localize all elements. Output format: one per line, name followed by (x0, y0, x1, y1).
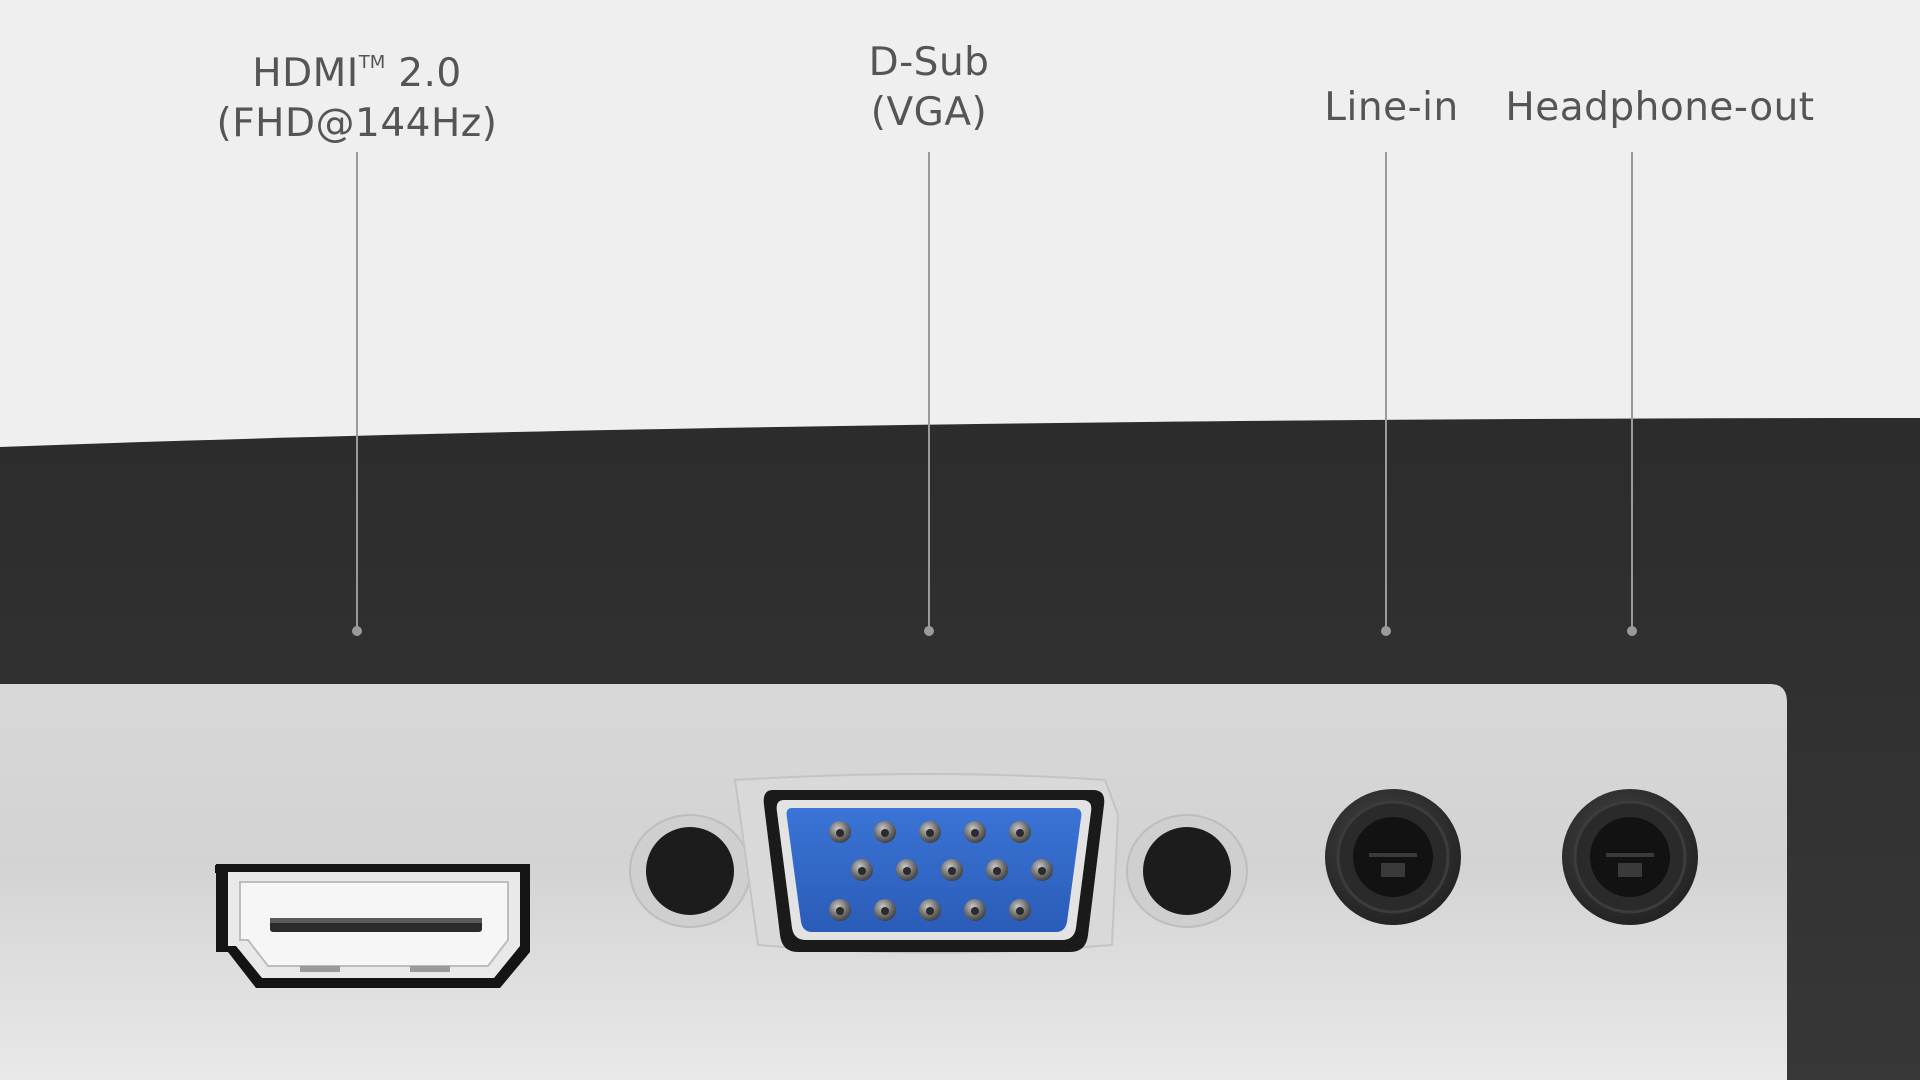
vga-pin-hole (858, 867, 866, 875)
leader-line-dsub (924, 152, 934, 636)
vga-pin-hole (971, 829, 979, 837)
leader-line-line-in (1381, 152, 1391, 636)
leader-line-hdmi (352, 152, 362, 636)
vga-pin-hole (881, 829, 889, 837)
leader-line-headphone-out (1627, 152, 1637, 636)
vga-pin-hole (903, 867, 911, 875)
label-hdmi: HDMITM 2.0 (FHD@144Hz) (207, 38, 507, 149)
vga-pin-hole (1016, 829, 1024, 837)
label-hdmi-line1: HDMITM 2.0 (207, 38, 507, 99)
vga-screw-hole-right (1126, 814, 1248, 928)
vga-pin-hole (993, 867, 1001, 875)
vga-pin-array (829, 821, 1053, 921)
vga-pin-hole (836, 907, 844, 915)
hdmi-port-icon (215, 864, 530, 988)
vga-pin-hole (971, 907, 979, 915)
vga-screw-hole-left (629, 814, 751, 928)
vga-port-icon (733, 773, 1120, 954)
vga-pin-hole (926, 829, 934, 837)
vga-pin-hole (926, 907, 934, 915)
vga-pin-hole (948, 867, 956, 875)
label-line-in-text: Line-in (1324, 85, 1459, 130)
trademark-mark: TM (358, 52, 386, 73)
label-hdmi-line2: (FHD@144Hz) (216, 101, 498, 146)
vga-pin-hole (1038, 867, 1046, 875)
label-headphone-out: Headphone-out (1480, 83, 1840, 133)
label-hdmi-name: HDMI (252, 51, 359, 96)
label-dsub: D-Sub (VGA) (779, 38, 1079, 138)
label-dsub-line1: D-Sub (868, 40, 990, 85)
audio-jack-icon (1325, 789, 1461, 925)
label-line-in: Line-in (1264, 83, 1519, 133)
label-hdmi-version: 2.0 (385, 51, 462, 96)
label-headphone-out-text: Headphone-out (1505, 85, 1815, 130)
audio-jack-icon (1562, 789, 1698, 925)
vga-pin-hole (1016, 907, 1024, 915)
vga-pin-hole (836, 829, 844, 837)
vga-pin-hole (881, 907, 889, 915)
label-dsub-line2: (VGA) (870, 90, 988, 135)
